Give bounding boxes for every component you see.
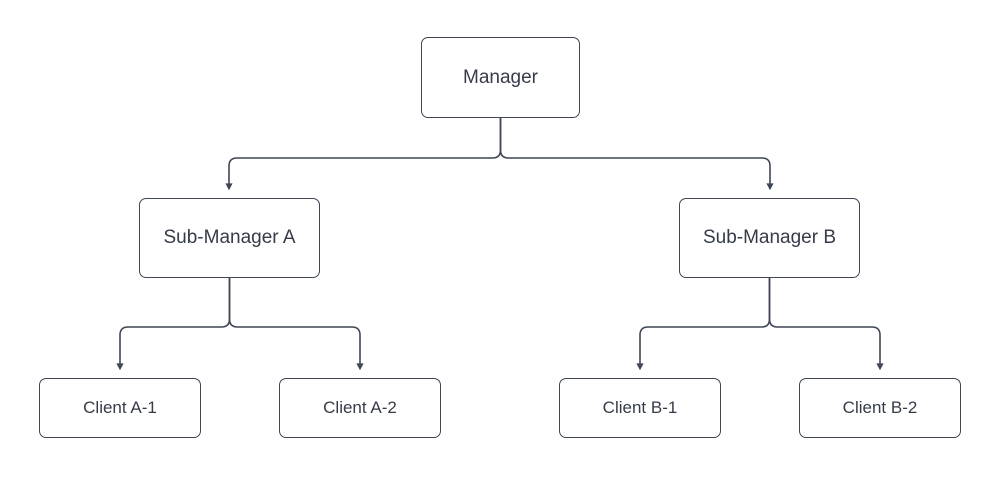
node-client-b1-label: Client B-1 <box>602 398 678 418</box>
node-sub-manager-a-label: Sub-Manager A <box>163 227 296 249</box>
node-client-b2[interactable]: Client B-2 <box>799 378 961 438</box>
edge-sub-manager-a-to-client-a2 <box>228 278 364 371</box>
node-client-b1[interactable]: Client B-1 <box>559 378 721 438</box>
edge-manager-to-sub-manager-a <box>225 118 502 191</box>
node-client-a1[interactable]: Client A-1 <box>39 378 201 438</box>
node-sub-manager-b-label: Sub-Manager B <box>702 227 837 249</box>
node-client-a1-label: Client A-1 <box>83 398 157 418</box>
node-client-a2-label: Client A-2 <box>323 398 397 418</box>
edge-sub-manager-a-to-client-a1 <box>116 278 231 371</box>
node-client-a2[interactable]: Client A-2 <box>279 378 441 438</box>
node-sub-manager-a[interactable]: Sub-Manager A <box>139 198 320 278</box>
edge-sub-manager-b-to-client-b1 <box>636 278 771 371</box>
edge-sub-manager-b-to-client-b2 <box>768 278 884 371</box>
node-sub-manager-b[interactable]: Sub-Manager B <box>679 198 860 278</box>
node-manager[interactable]: Manager <box>421 37 580 118</box>
node-client-b2-label: Client B-2 <box>842 398 918 418</box>
edge-manager-to-sub-manager-b <box>499 118 774 191</box>
node-manager-label: Manager <box>463 66 538 88</box>
